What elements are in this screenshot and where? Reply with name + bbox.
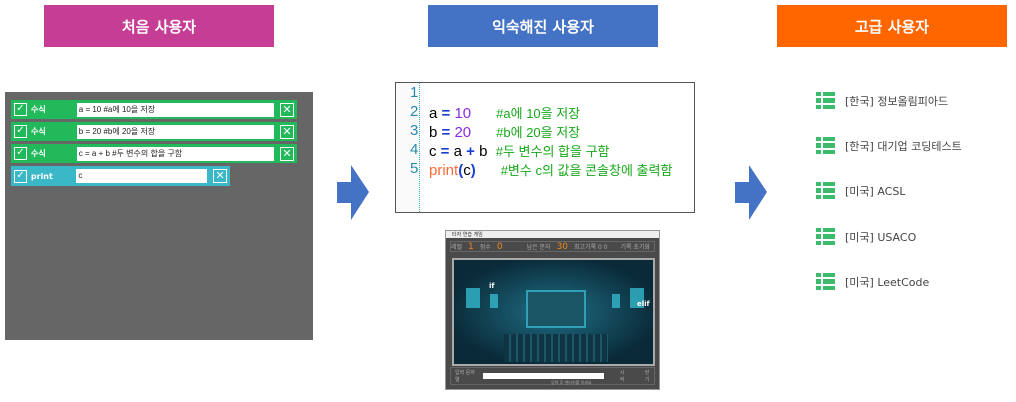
score-value: 0: [496, 241, 503, 252]
arrow-right-icon: [337, 165, 369, 220]
checkbox-icon[interactable]: ✓: [14, 169, 27, 183]
falling-word: elif: [637, 300, 650, 308]
start-button[interactable]: 시작: [619, 370, 625, 383]
list-item: [미국] ACSL: [816, 182, 905, 199]
line-number: 1: [410, 84, 419, 101]
input-hint: 입력 후 엔터키를 치세요: [551, 380, 592, 385]
block-row: ✓ 수식 c = a + b #두 변수의 합을 구함 ✕: [11, 144, 297, 163]
block-input[interactable]: a = 10 #a에 10을 저장: [76, 102, 275, 117]
close-icon[interactable]: ✕: [280, 146, 294, 161]
typing-game-window: 타자 연습 게임 레벨 1 점수 0 남은 문자 30 최고기록 0 0 기록 초기화…: [445, 230, 660, 390]
list-icon: [816, 92, 835, 109]
header-advanced: 고급 사용자: [777, 5, 1007, 47]
input-label: 입력 문자열: [455, 370, 475, 383]
window-title: 타자 연습 게임: [446, 231, 659, 238]
arrow-right-icon: [735, 165, 767, 220]
block-input[interactable]: c: [76, 169, 208, 183]
header-intermediate: 익숙해진 사용자: [428, 5, 658, 47]
line-gutter: [396, 83, 420, 212]
list-item-label: [한국] 정보올림피아드: [845, 94, 949, 108]
falling-word: if: [489, 282, 495, 290]
list-icon: [816, 228, 835, 245]
game-status-bar: 레벨 1 점수 0 남은 문자 30 최고기록 0 0 기록 초기화: [450, 241, 655, 252]
game-scene: if elif: [452, 258, 655, 366]
scene-window: [612, 294, 620, 308]
input-area: 입력 문자열 시작 닫기 입력 후 엔터키를 치세요: [450, 367, 655, 385]
list-item-label: [미국] LeetCode: [845, 275, 930, 289]
scene-monitor: [526, 290, 586, 328]
remaining-value: 30: [556, 241, 569, 252]
line-number: 3: [410, 122, 419, 139]
score-label: 점수: [479, 244, 491, 251]
close-icon[interactable]: ✕: [280, 102, 294, 117]
list-item-label: [한국] 대기업 코딩테스트: [845, 139, 962, 153]
list-item: [미국] USACO: [816, 228, 916, 245]
checkbox-icon[interactable]: ✓: [14, 125, 27, 138]
level-label: 레벨: [451, 244, 463, 251]
close-button[interactable]: 닫기: [644, 370, 650, 383]
block-row: ✓ 수식 b = 20 #b에 20을 저장 ✕: [11, 122, 297, 141]
word-input[interactable]: [483, 373, 604, 379]
block-label: 수식: [30, 105, 46, 114]
scene-window: [630, 288, 644, 308]
block-coding-panel: ✓ 수식 a = 10 #a에 10을 저장 ✕ ✓ 수식 b = 20 #b에…: [5, 92, 313, 340]
list-item-label: [미국] USACO: [845, 230, 917, 244]
close-icon[interactable]: ✕: [280, 124, 294, 139]
block-label: 수식: [30, 149, 46, 158]
checkbox-icon[interactable]: ✓: [14, 103, 27, 116]
block-input[interactable]: b = 20 #b에 20을 저장: [76, 124, 275, 139]
list-icon: [816, 182, 835, 199]
remaining-label: 남은 문자: [526, 244, 551, 251]
best-record: 최고기록 0 0: [574, 244, 608, 251]
header-beginner: 처음 사용자: [44, 5, 274, 47]
list-item: [한국] 정보올림피아드: [816, 92, 948, 109]
line-number: 5: [410, 160, 419, 177]
list-icon: [816, 137, 835, 154]
list-item: [미국] LeetCode: [816, 273, 929, 290]
close-icon[interactable]: ✕: [213, 169, 227, 183]
list-icon: [816, 273, 835, 290]
block-row: ✓ 수식 a = 10 #a에 10을 저장 ✕: [11, 100, 297, 119]
scene-keyboard: [504, 334, 608, 362]
checkbox-icon[interactable]: ✓: [14, 147, 27, 160]
code-line: a = 10 #a에 10을 저장: [429, 105, 581, 122]
block-label: 수식: [30, 127, 46, 136]
list-item: [한국] 대기업 코딩테스트: [816, 137, 962, 154]
code-line: print(c) #변수 c의 값을 콘솔창에 출력함: [429, 162, 673, 179]
block-label: print: [30, 171, 53, 181]
code-line: b = 20 #b에 20을 저장: [429, 124, 581, 141]
level-value: 1: [468, 241, 474, 252]
line-number: 2: [410, 103, 419, 120]
code-line: c = a + b #두 변수의 합을 구함: [429, 143, 610, 160]
print-block-row: ✓ print c ✕: [11, 166, 230, 186]
code-editor[interactable]: 1 2 3 4 5 a = 10 #a에 10을 저장 b = 20 #b에 2…: [395, 82, 695, 213]
list-item-label: [미국] ACSL: [845, 184, 906, 198]
block-input[interactable]: c = a + b #두 변수의 합을 구함: [76, 146, 275, 161]
line-number: 4: [410, 141, 419, 158]
reset-button[interactable]: 기록 초기화: [620, 244, 650, 251]
scene-window: [466, 288, 480, 308]
scene-window: [490, 294, 498, 308]
